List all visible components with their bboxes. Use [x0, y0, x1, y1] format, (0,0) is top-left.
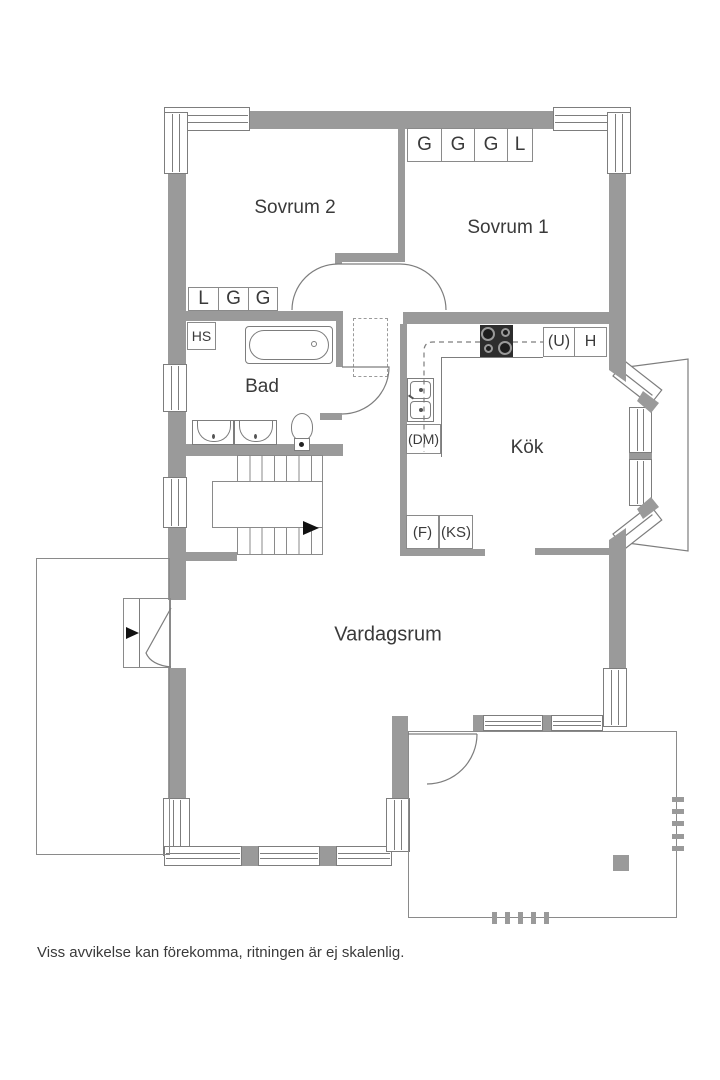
wall: [335, 253, 405, 262]
deck-tick: [672, 821, 684, 826]
fixture-hs: HS: [187, 322, 216, 350]
wall: [168, 528, 186, 600]
deck: [408, 731, 677, 918]
bathtub: [245, 326, 333, 364]
window-stairs: [163, 477, 187, 528]
wall-bedroom-divider: [398, 124, 405, 253]
wall: [168, 412, 186, 477]
room-label-bad: Bad: [245, 376, 279, 397]
deck-tick: [672, 797, 684, 802]
room-label-vardagsrum: Vardagsrum: [334, 623, 442, 646]
window: [258, 846, 320, 866]
deck-tick: [531, 912, 536, 924]
sink-drain: [419, 388, 423, 392]
porch: [36, 558, 170, 855]
deck-tick: [544, 912, 549, 924]
wall: [250, 111, 553, 129]
closet-g: G: [407, 128, 442, 162]
fixture-u: (U): [543, 327, 575, 357]
bay-window: [629, 407, 652, 453]
window-bad: [163, 364, 187, 412]
counter-edge: [441, 357, 442, 457]
toilet-button: [299, 442, 304, 447]
wall: [168, 174, 186, 364]
wall: [392, 716, 408, 803]
wall: [609, 550, 626, 668]
fixture-f: (F): [406, 515, 439, 549]
wall: [320, 413, 342, 420]
fixture-h: H: [574, 327, 607, 357]
window: [607, 112, 631, 174]
bay-mullion: [629, 452, 652, 459]
wall-kitchen-west: [400, 324, 407, 556]
sink-drain: [419, 408, 423, 412]
wall-kitchen-north: [403, 312, 626, 324]
wall: [400, 549, 485, 556]
burner-icon: [484, 344, 493, 353]
deck-tick: [672, 809, 684, 814]
burner-icon: [498, 341, 512, 355]
closet-g: G: [248, 287, 278, 311]
closet-l: L: [507, 128, 533, 162]
bay-window: [629, 459, 652, 506]
wall: [168, 668, 186, 803]
bathroom-sink: [234, 420, 277, 445]
closet-g: G: [218, 287, 249, 311]
shaft-dashed: [353, 318, 388, 377]
window: [164, 846, 242, 866]
deck-tick: [518, 912, 523, 924]
window: [386, 798, 410, 852]
disclaimer-text: Viss avvikelse kan förekomma, ritningen …: [37, 944, 405, 961]
closet-l: L: [188, 287, 219, 311]
bathtub-drain: [311, 341, 317, 347]
sink-drain: [254, 434, 257, 439]
burner-icon: [481, 327, 495, 341]
wall: [186, 552, 237, 561]
window: [483, 715, 543, 731]
window: [603, 668, 627, 727]
wall: [336, 311, 343, 367]
window: [164, 112, 188, 174]
closet-g: G: [441, 128, 475, 162]
deck-tick: [672, 834, 684, 839]
wall: [609, 174, 626, 360]
toilet-bowl: [291, 413, 313, 441]
counter-edge: [441, 357, 543, 358]
wall-mullion: [320, 846, 336, 866]
wall: [335, 253, 342, 267]
window: [551, 715, 603, 731]
stair-direction-arrow-icon: [303, 521, 319, 535]
closet-g: G: [474, 128, 508, 162]
bathtub-inner: [249, 330, 329, 360]
wall: [535, 548, 609, 555]
burner-icon: [501, 328, 510, 337]
sink-drain: [212, 434, 215, 439]
stove: [480, 325, 513, 357]
entry-step-line: [139, 599, 140, 667]
bedroom-doors-arc: [291, 263, 447, 311]
room-label-kok: Kök: [510, 437, 544, 458]
room-label-sovrum2: Sovrum 2: [254, 197, 336, 218]
room-label-sovrum1: Sovrum 1: [467, 217, 549, 238]
deck-post: [613, 855, 629, 871]
wall-mullion: [242, 846, 258, 866]
wall-mullion: [543, 715, 551, 731]
deck-tick: [492, 912, 497, 924]
window: [336, 846, 392, 866]
deck-tick: [672, 846, 684, 851]
stair-inner-rail: [212, 481, 323, 528]
wall: [186, 311, 338, 321]
deck-tick: [505, 912, 510, 924]
bathroom-sink: [192, 420, 234, 445]
fixture-dm: (DM): [406, 424, 441, 454]
wall-mullion: [473, 715, 483, 731]
fixture-ks: (KS): [439, 515, 473, 549]
entry-arrow-icon: [126, 627, 139, 639]
